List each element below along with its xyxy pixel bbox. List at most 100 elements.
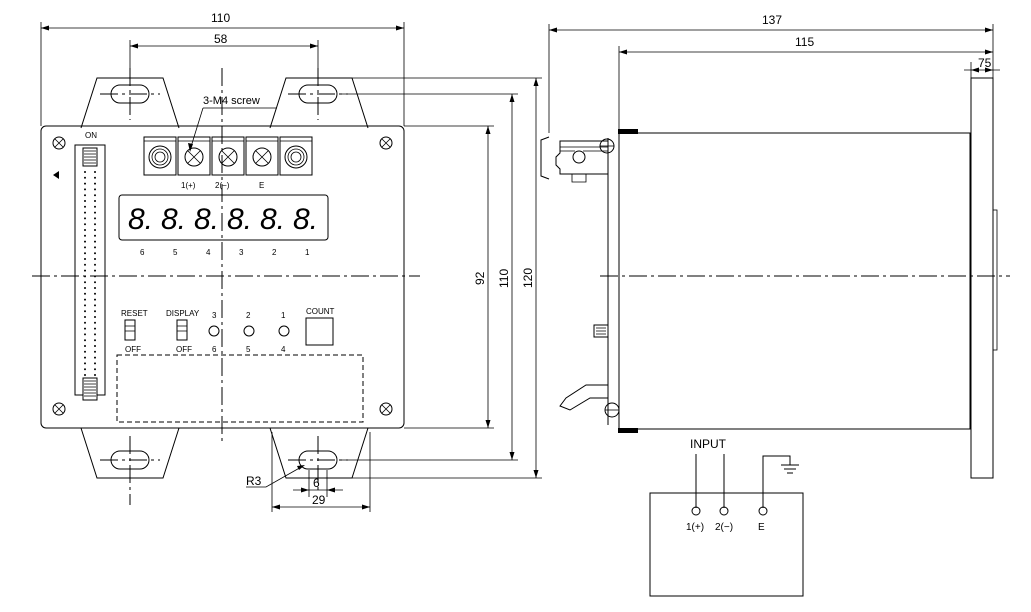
wiring-title: INPUT: [690, 437, 727, 451]
mounting-ear-bottom-right: [269, 427, 369, 479]
connector-pin: [94, 258, 96, 260]
led-label: 3: [212, 311, 217, 320]
connector-pin: [94, 368, 96, 371]
dim-height-110: 110: [497, 269, 511, 288]
terminal-cell: [177, 136, 211, 176]
screw-callout: 3-M4 screw: [203, 95, 260, 107]
connector-pin: [94, 281, 96, 284]
connector-pin: [84, 176, 86, 179]
connector-pin: [94, 200, 96, 202]
connector-pin: [84, 327, 86, 330]
connector-pin: [94, 333, 96, 336]
connector-pin: [94, 246, 96, 249]
connector-pin: [94, 240, 96, 243]
on-label: ON: [85, 131, 97, 140]
count-button: [305, 317, 334, 346]
wiring-device-box: [649, 492, 804, 597]
connector-pin: [94, 176, 96, 179]
dim-side-115: 115: [795, 35, 814, 49]
connector-pin: [94, 287, 96, 289]
wiring-terminal-label-e: E: [758, 522, 765, 533]
side-body: [618, 132, 971, 430]
connector-pin: [94, 188, 96, 191]
connector-pin: [84, 246, 86, 249]
corner-screw-icon: [379, 136, 393, 150]
connector-pin: [84, 350, 86, 353]
side-view: [540, 77, 1010, 479]
terminal-cover: [540, 136, 550, 180]
connector-pin: [84, 240, 86, 243]
connector-latch-side: [559, 384, 608, 411]
connector-pin: [94, 292, 96, 295]
digit-position-label: 5: [173, 248, 178, 257]
connector-pin: [94, 171, 96, 173]
connector-pin: [84, 304, 86, 307]
connector-pin: [84, 194, 86, 197]
connector-pin: [94, 182, 96, 185]
display-digit: 8.: [161, 203, 186, 236]
count-button-side: [593, 324, 609, 338]
terminal-cell: [211, 136, 245, 176]
connector-pin: [94, 316, 96, 318]
connector-pin: [94, 234, 96, 237]
seven-segment-display: [118, 194, 329, 241]
mounting-ear-top-right: [269, 77, 369, 129]
terminal-block: 1(+) 2(−) E: [143, 136, 313, 190]
digit-position-label: 3: [239, 248, 244, 257]
connector-pin: [84, 356, 86, 359]
digit-position-label: 2: [272, 248, 277, 257]
radius-callout: R3: [246, 474, 262, 488]
terminal-screw-icon: [252, 147, 272, 167]
connector-strip: [74, 144, 106, 396]
wiring-terminal-dot: [691, 506, 701, 516]
connector-pin: [94, 374, 96, 376]
terminal-screw-icon: [184, 147, 204, 167]
front-dimensions: 110 58 3-M4 screw 92 110 120 6: [40, 11, 542, 512]
connector-pin: [84, 200, 86, 202]
reset-off-label: OFF: [125, 345, 141, 354]
terminal-cell: [279, 136, 313, 176]
rear-flange: [970, 77, 994, 479]
connector-pin: [84, 310, 86, 313]
connector-pin: [84, 287, 86, 289]
connector-pin: [84, 205, 86, 208]
connector-pin: [84, 362, 86, 365]
connector-pin: [84, 292, 86, 295]
connector-pin: [84, 263, 86, 266]
display-digit: 8.: [128, 203, 153, 236]
connector-pin: [84, 211, 86, 214]
connector-pin: [94, 269, 96, 272]
terminal-screw-icon: [284, 145, 308, 169]
connector-pin: [94, 310, 96, 313]
connector-pin: [94, 211, 96, 214]
led-label: 5: [246, 345, 251, 354]
terminal-profile: [555, 140, 608, 175]
connector-pin: [84, 281, 86, 284]
connector-pin: [84, 345, 86, 347]
dim-side-75: 75: [978, 56, 992, 70]
ground-icon: [781, 464, 799, 474]
connector-pin: [94, 217, 96, 220]
connector-pin: [84, 234, 86, 237]
digit-position-label: 6: [140, 248, 145, 257]
digit-position-label: 1: [305, 248, 310, 257]
connector-latch-bottom: [82, 377, 98, 401]
reset-switch-label: RESET: [121, 309, 148, 318]
connector-pin: [94, 362, 96, 365]
corner-screw-icon: [379, 402, 393, 416]
connector-pin: [84, 258, 86, 260]
terminal-screw-icon: [148, 145, 172, 169]
display-switch-label: DISPLAY: [166, 309, 200, 318]
connector-pin: [94, 194, 96, 197]
wiring-terminal-label-2: 2(−): [715, 522, 733, 533]
led-label: 6: [212, 345, 217, 354]
indicator-arrow-icon: [53, 171, 59, 179]
connector-pin: [94, 223, 96, 226]
dim-height-92: 92: [473, 271, 487, 285]
front-view: ON 1(+) 2(−) E 8. 8. 8. 8.: [32, 68, 420, 505]
connector-pin: [94, 304, 96, 307]
led-indicator: [243, 325, 255, 337]
count-button-label: COUNT: [306, 307, 335, 316]
dim-side-137: 137: [762, 13, 782, 27]
connector-pin: [84, 316, 86, 318]
